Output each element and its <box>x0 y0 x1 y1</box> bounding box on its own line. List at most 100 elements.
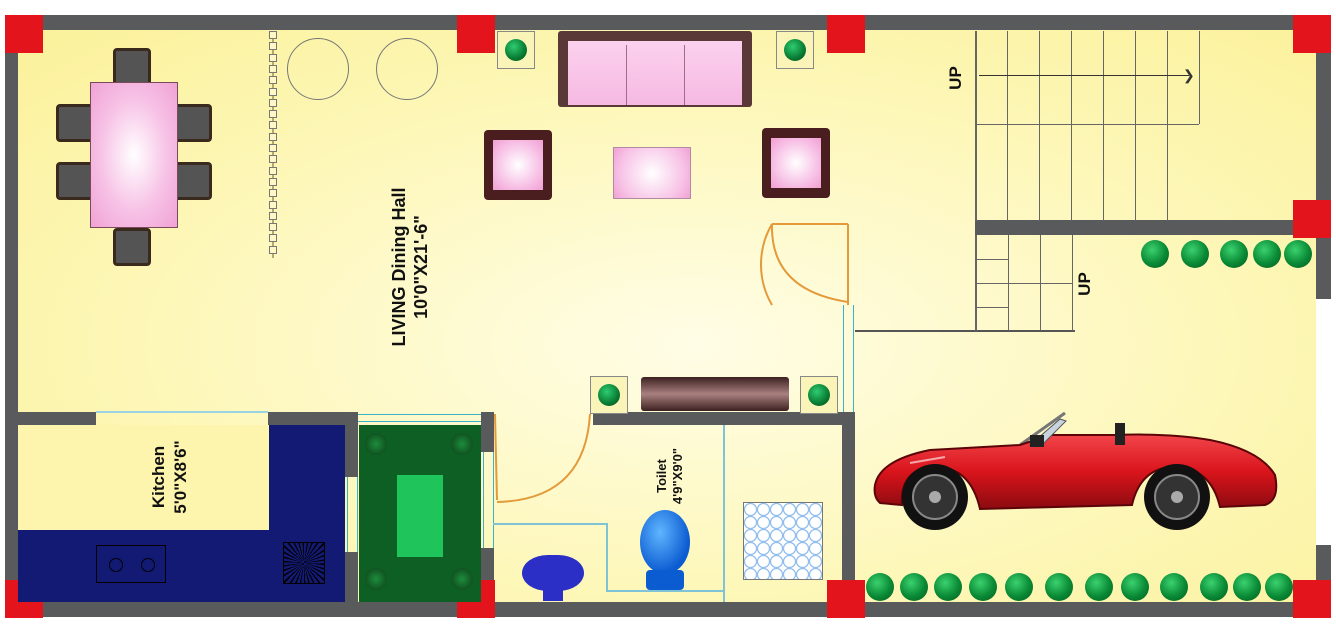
plant-icon <box>866 573 894 601</box>
wall-kitchen-top-left <box>18 412 96 425</box>
plant-icon <box>1005 573 1033 601</box>
toilet-partition-v <box>606 523 608 591</box>
living-room-label: LIVING Dining Hall 10'0"X21'-6" <box>388 157 432 377</box>
partition-slat <box>269 64 277 73</box>
column <box>827 580 865 618</box>
plant-icon <box>1141 240 1169 268</box>
wall-top <box>5 15 1331 30</box>
partition-slat <box>269 200 277 209</box>
kitchen-name: Kitchen <box>149 445 168 509</box>
partition-slat <box>269 189 277 198</box>
wall-right-upper <box>1316 15 1331 220</box>
round-stool <box>376 38 438 100</box>
wall-utility-right <box>481 412 494 452</box>
plant-icon <box>1233 573 1261 601</box>
toilet-icon <box>640 510 690 590</box>
sink-icon <box>283 542 325 584</box>
wall-kitchen-right <box>345 412 358 477</box>
shower-tray-icon <box>743 502 823 580</box>
partition-slat <box>269 155 277 164</box>
wall-kitchen-right-low <box>345 552 358 602</box>
main-door <box>759 223 849 306</box>
wash-basin-icon <box>522 555 584 591</box>
partition-slat <box>269 98 277 107</box>
wall-right-lower <box>1316 235 1331 299</box>
plant-icon <box>969 573 997 601</box>
armchair-icon <box>762 128 830 198</box>
living-room-name: LIVING Dining Hall <box>389 187 409 347</box>
plant-icon <box>590 376 628 414</box>
toilet-size: 4'9"X9'0" <box>670 447 685 505</box>
plant-icon <box>1160 573 1188 601</box>
plant-icon <box>1121 573 1149 601</box>
partition-slat <box>269 245 277 254</box>
wall-bottom <box>5 602 1331 617</box>
column <box>1293 200 1331 238</box>
stair-lower <box>975 235 1073 331</box>
plant-icon <box>800 376 838 414</box>
window-utility-top <box>358 414 481 422</box>
plant-icon <box>1200 573 1228 601</box>
partition-screen <box>268 31 278 258</box>
partition-slat <box>269 42 277 51</box>
chair-icon <box>113 48 151 86</box>
partition-slat <box>269 234 277 243</box>
kitchen-label: Kitchen 5'0"X8'6" <box>148 417 192 537</box>
round-stool <box>287 38 349 100</box>
stair-upper-label: UP <box>945 66 965 90</box>
armchair-icon <box>484 130 552 200</box>
partition-slat <box>269 87 277 96</box>
stove-icon <box>96 545 166 583</box>
plant-icon <box>1181 240 1209 268</box>
kitchen-size: 5'0"X8'6" <box>171 440 190 514</box>
plant-icon <box>1220 240 1248 268</box>
stair-wall-line <box>855 330 1075 332</box>
toilet-name: Toilet <box>654 459 669 493</box>
plant-icon <box>776 31 814 69</box>
arrow-right-icon: ❯ <box>1183 67 1195 83</box>
plant-icon <box>1265 573 1293 601</box>
partition-slat <box>269 76 277 85</box>
stair-arrow-line <box>979 75 1189 76</box>
partition-slat <box>269 121 277 130</box>
living-room-size: 10'0"X21'-6" <box>411 215 431 319</box>
toilet-partition-bottom <box>606 590 724 592</box>
partition-slat <box>269 132 277 141</box>
dining-table <box>90 82 178 228</box>
chair-icon <box>113 228 151 266</box>
column <box>5 15 43 53</box>
partition-slat <box>269 211 277 220</box>
tv-unit <box>641 377 789 411</box>
plant-icon <box>934 573 962 601</box>
partition-slat <box>269 53 277 62</box>
column <box>1293 15 1331 53</box>
partition-slat <box>269 144 277 152</box>
plant-icon <box>900 573 928 601</box>
partition-slat <box>269 223 277 232</box>
stair-lower-label: UP <box>1074 272 1094 296</box>
wall-toilet-right <box>842 412 855 602</box>
utility-mat <box>359 425 481 602</box>
wall-left <box>5 15 18 617</box>
column <box>457 15 495 53</box>
sofa-icon <box>558 31 752 107</box>
partition-slat <box>269 31 277 39</box>
toilet-partition-v2 <box>723 425 725 602</box>
window-utility-side <box>483 452 494 548</box>
plant-icon <box>1284 240 1312 268</box>
plant-icon <box>1085 573 1113 601</box>
partition-slat <box>269 110 277 119</box>
plant-icon <box>497 31 535 69</box>
column <box>1293 580 1331 618</box>
plant-icon <box>1045 573 1073 601</box>
wash-basin-stand <box>543 589 563 601</box>
toilet-door <box>494 413 591 503</box>
wall-kitchen-top-right <box>268 412 358 425</box>
column <box>827 15 865 53</box>
coffee-table <box>613 147 691 199</box>
chair-icon <box>174 162 212 200</box>
partition-slat <box>269 177 277 186</box>
wall-stair-landing <box>975 220 1316 235</box>
partition-slat <box>269 166 277 175</box>
